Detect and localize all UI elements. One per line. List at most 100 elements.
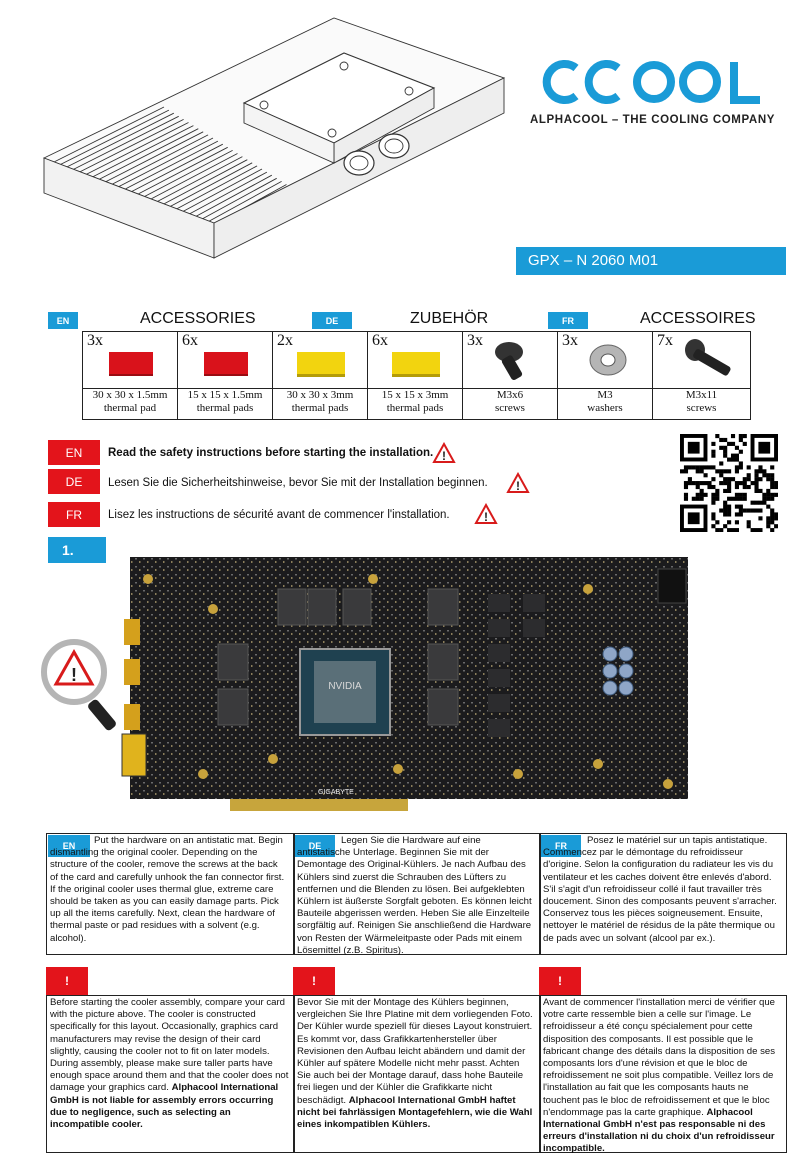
warning-triangle-icon: ! [432,442,456,463]
cooler-fin [79,118,184,173]
qr-module [715,520,720,525]
cooler-fin [53,106,165,163]
qr-module [699,496,704,501]
qr-module [719,461,724,466]
safety-tag-de: DE [48,469,100,494]
qr-module [770,473,775,478]
cooler-fin [156,156,243,203]
qr-module [742,496,747,501]
qr-module [734,469,739,474]
cooler-fin [188,171,268,215]
qr-module [711,477,716,482]
qr-module [734,453,739,458]
step-box-de [293,833,541,955]
qr-module [766,520,771,525]
qr-module [734,492,739,497]
qr-module [699,469,704,474]
qr-module [734,465,739,470]
safety-text-fr: Lisez les instructions de sécurité avant… [108,509,450,521]
qr-module [766,496,771,501]
qr-module [711,465,716,470]
qr-module [754,488,759,493]
qr-module [770,477,775,482]
accessory-cell: 7x [652,331,751,389]
accessories-title-en: ACCESSORIES [140,310,256,327]
safety-tag-fr: FR [48,502,100,527]
qr-module [695,484,700,490]
qr-module [711,492,716,497]
qr-module [770,492,775,497]
qr-module [774,524,778,529]
qr-module [750,528,755,532]
qr-module [719,508,724,513]
qr-module [758,528,763,532]
qr-module [711,484,716,490]
qr-module [703,473,708,478]
qr-module [770,465,775,470]
accessory-size: 30 x 30 x 3mm [286,389,354,401]
qr-module [719,437,724,443]
cooler-fin [104,131,204,183]
screw-icon [495,342,523,381]
qr-module [734,512,739,517]
accessory-cell: 6x [367,331,463,389]
qr-module [766,524,771,529]
qr-module [715,492,720,497]
qr-module [754,477,759,482]
qr-finder [758,441,771,454]
qr-module [734,496,739,501]
accessory-type: thermal pads [386,402,444,414]
qr-module [723,524,728,529]
qr-module [727,477,732,482]
qr-module [715,496,720,501]
cooler-fin [85,122,189,175]
accessory-size: 15 x 15 x 3mm [381,389,449,401]
qr-module [774,492,778,497]
qr-module [723,449,728,454]
accessory-qty: 6x [182,332,198,349]
qr-module [730,441,736,446]
accessory-size: M3x11 [685,389,718,401]
qr-module [683,469,689,474]
qr-module [734,520,739,525]
lang-tag-en: EN [48,312,78,329]
warning-text-fr: Avant de commencer l'installation merci … [543,997,781,1156]
qr-module [738,496,743,501]
qr-module [774,512,778,517]
qr-module [738,449,743,454]
qr-module [711,500,716,505]
qr-module [723,512,728,517]
qr-module [723,500,728,505]
board-brand-print: GIGABYTE [318,789,354,796]
warning-text-en: Before starting the cooler assembly, com… [50,997,289,1131]
warning-body-de: Bevor Sie mit der Montage des Kühlers be… [297,997,533,1106]
gpu-board-illustration: NVIDIA GIGABYTE [121,557,688,811]
qr-module [695,469,700,474]
qr-module [758,516,763,521]
step-text-en: Put the hardware on an antistatic mat. B… [50,835,285,944]
qr-module [734,504,739,509]
step-text-fr: Posez le matériel sur un tapis antistati… [543,835,777,944]
safety-tag-en: EN [48,440,100,465]
qr-module [754,484,759,490]
qr-module [699,481,704,486]
qr-module [746,520,751,525]
qr-code[interactable] [680,434,778,532]
safety-text-en: Read the safety instructions before star… [108,447,434,459]
warning-mark-en: ! [46,967,88,995]
lang-tag-fr: FR [541,835,581,857]
svg-text:!: ! [71,665,77,685]
qr-module [719,528,724,532]
step-box-en [46,833,295,955]
qr-module [715,528,720,532]
step-badge: 1. [48,537,106,563]
qr-module [742,477,747,482]
qr-module [766,473,771,478]
qr-module [723,481,728,486]
qr-module [738,437,743,443]
qr-module [723,453,728,458]
qr-module [738,481,743,486]
accessory-qty: 6x [372,332,388,349]
